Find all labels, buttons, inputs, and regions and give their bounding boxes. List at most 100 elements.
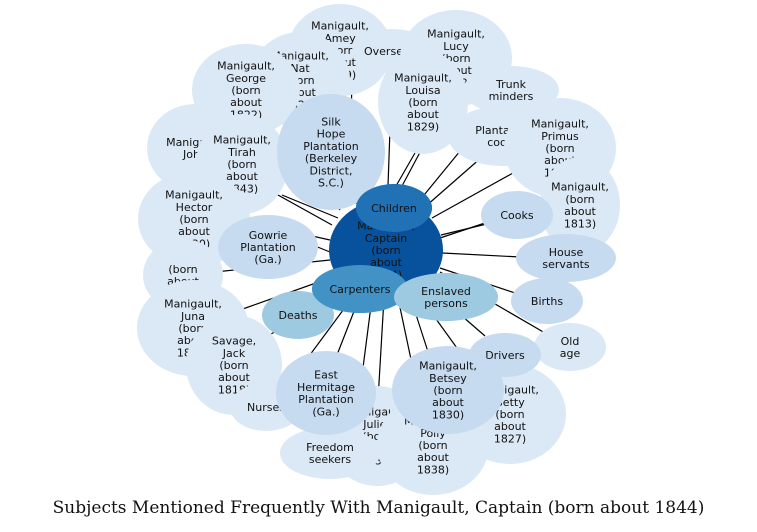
node-children-overlay[interactable]: Children <box>356 184 432 232</box>
node-freedom-label-line: seekers <box>309 453 352 466</box>
node-tirah-label-line: about <box>226 170 258 183</box>
node-carpenters-overlay-bubble <box>312 265 408 313</box>
node-m1813-label-line: (born <box>565 193 594 206</box>
node-house-label-line: House <box>549 246 584 259</box>
node-george-label-line: (born <box>231 84 260 97</box>
center-node-label-line: (born <box>371 244 400 257</box>
node-enslaved-overlay-bubble <box>394 273 498 321</box>
node-george-label-line: about <box>230 96 262 109</box>
node-betsey-label-line: Betsey <box>429 372 467 385</box>
node-carpenters-overlay[interactable]: Carpenters <box>312 265 408 313</box>
node-betty-label-line: about <box>494 420 526 433</box>
node-hector-label-line: (born <box>179 213 208 226</box>
node-louisa-bubble <box>378 50 468 154</box>
node-juna-label-line: Manigault, <box>164 298 222 311</box>
node-carpenters-overlay-label: Carpenters <box>330 283 391 296</box>
node-deaths-label-line: Deaths <box>279 309 318 322</box>
node-deaths-label: Deaths <box>279 309 318 322</box>
node-hector-label-line: about <box>178 225 210 238</box>
node-savage-label-line: (born <box>219 359 248 372</box>
node-silkhope-label-line: S.C.) <box>318 177 344 190</box>
node-enslaved-overlay-label-line: Enslaved <box>421 285 471 298</box>
node-nurses-label: Nurses <box>247 401 285 414</box>
node-births-bubble <box>511 278 583 324</box>
node-drivers-label: Drivers <box>485 349 525 362</box>
node-primus-label-line: Primus <box>541 130 579 143</box>
node-births[interactable]: Births <box>511 278 583 324</box>
node-betty-label-line: (born <box>495 408 524 421</box>
node-cooks-label-line: Cooks <box>500 209 534 222</box>
node-oldage-label-line: age <box>560 347 581 360</box>
center-node-label-line: Captain <box>365 232 408 245</box>
node-freedom-label-line: Freedom <box>306 441 354 454</box>
node-trunk-label-line: Trunk <box>495 78 527 91</box>
center-node-label-line: about <box>370 256 402 269</box>
node-betsey-label-line: (born <box>433 384 462 397</box>
node-easthermitage-label-line: Plantation <box>298 393 354 406</box>
node-gowrie-bubble <box>218 215 318 279</box>
edge-tirah <box>281 194 339 219</box>
node-silkhope-label-line: Hope <box>317 128 346 141</box>
node-nurses-label-line: Nurses <box>247 401 285 414</box>
node-carpenters-overlay-label-line: Carpenters <box>330 283 391 296</box>
node-primus-label-line: Manigault, <box>531 118 589 131</box>
node-births-label-line: Births <box>531 295 563 308</box>
node-enslaved-overlay-label-line: persons <box>424 297 468 310</box>
node-freedom-bubble <box>280 427 380 479</box>
node-cooks[interactable]: Cooks <box>481 191 553 239</box>
node-children-overlay-label: Children <box>371 202 417 215</box>
node-cooks-label: Cooks <box>500 209 534 222</box>
node-m1813-label-line: about <box>564 205 596 218</box>
edge-primus <box>431 167 523 219</box>
node-silkhope-bubble <box>277 94 385 210</box>
edge-juliet <box>377 297 385 401</box>
node-m1813-label-line: 1813) <box>564 217 596 230</box>
node-lucy-label-line: Lucy <box>443 40 469 53</box>
node-oldage-bubble <box>534 323 606 371</box>
node-trunk-bubble <box>463 66 559 114</box>
node-betsey-label-line: about <box>432 396 464 409</box>
node-silkhope-label-line: (Berkeley <box>305 152 358 165</box>
node-children-overlay-bubble <box>356 184 432 232</box>
node-savage-label-line: Jack <box>222 347 246 360</box>
node-primus-label-line: (born <box>545 142 574 155</box>
node-betty-label-line: 1827) <box>494 432 526 445</box>
node-george-label-line: George <box>226 72 266 85</box>
node-polly-label-line: (born <box>418 439 447 452</box>
node-louisa-label-line: about <box>407 108 439 121</box>
node-hector-label-line: Hector <box>176 201 213 214</box>
node-deaths[interactable]: Deaths <box>262 291 334 339</box>
node-tirah-label-line: (born <box>227 158 256 171</box>
node-silkhope-label-line: Silk <box>321 116 341 129</box>
center-node[interactable]: Manigault,Captain(bornabout1844)Children… <box>312 184 498 321</box>
node-savage-label-line: Savage, <box>212 335 256 348</box>
node-amey-label-line: Amey <box>324 32 356 45</box>
node-oldage-label-line: Old <box>561 335 580 348</box>
node-trunk-label-line: minders <box>489 90 534 103</box>
node-silkhope-label-line: Plantation <box>303 140 359 153</box>
diagram-title: Subjects Mentioned Frequently With Manig… <box>52 498 705 518</box>
node-gowrie-label-line: Gowrie <box>249 229 288 242</box>
node-m1813-bubble <box>540 157 620 253</box>
node-easthermitage-bubble <box>276 351 376 435</box>
node-polly-label-line: about <box>417 451 449 464</box>
node-deaths-bubble <box>262 291 334 339</box>
node-lucy-label-line: Manigault, <box>427 28 485 41</box>
